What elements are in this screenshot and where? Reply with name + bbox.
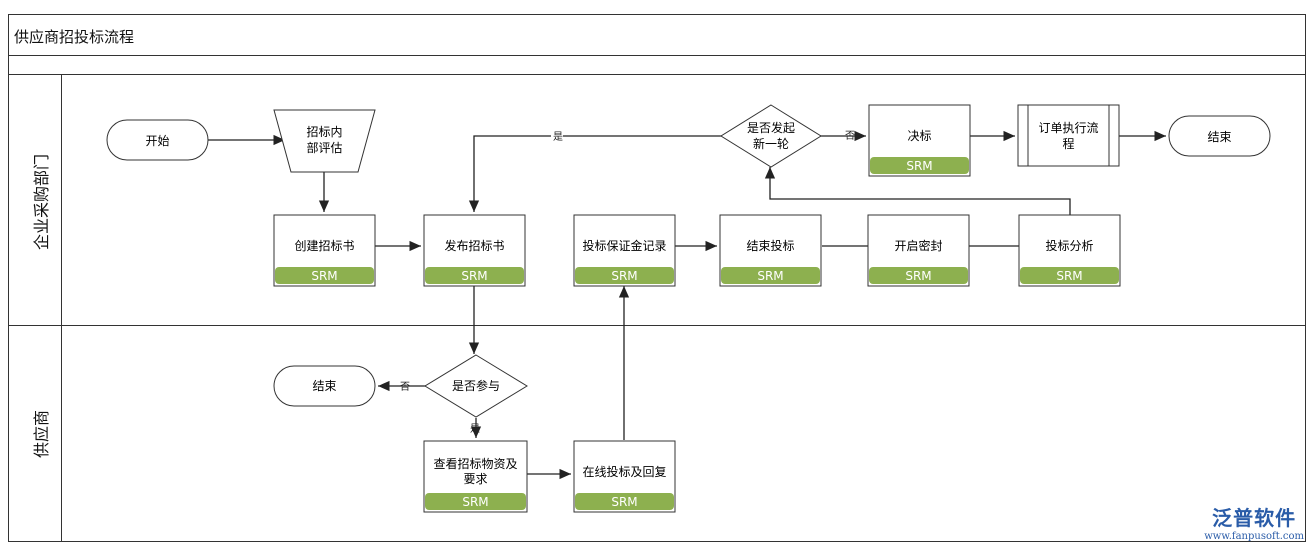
- edge-label-no-top: 否: [845, 130, 855, 142]
- end-supplier-label: 结束: [312, 379, 336, 393]
- srm-tag: SRM: [611, 269, 637, 283]
- create-bid-node: 创建招标书 SRM: [273, 214, 376, 287]
- end-node-supplier: [273, 365, 376, 407]
- create-bid-label: 创建招标书: [294, 239, 354, 253]
- view-req-label-1: 查看招标物资及: [433, 457, 517, 471]
- internal-eval-label-1: 招标内: [306, 125, 342, 139]
- internal-eval-label-2: 部评估: [306, 140, 342, 155]
- srm-tag: SRM: [311, 269, 337, 283]
- srm-tag: SRM: [462, 495, 488, 509]
- end-bidding-node: 结束投标 SRM: [719, 214, 822, 287]
- view-requirements-node: 查看招标物资及 要求 SRM: [423, 440, 528, 513]
- order-flow-label-1: 订单执行流: [1038, 121, 1098, 135]
- edge-decision-yes-to-publish: [468, 135, 722, 212]
- bid-analysis-label: 投标分析: [1045, 238, 1093, 253]
- end-node-top: [1168, 115, 1271, 157]
- lane-divider: [8, 325, 1306, 326]
- srm-tag: SRM: [611, 495, 637, 509]
- internal-eval-node: [273, 109, 376, 173]
- online-bid-label: 在线投标及回复: [582, 464, 666, 479]
- srm-tag: SRM: [1056, 269, 1082, 283]
- diagram-frame: [8, 14, 1306, 542]
- header-divider: [8, 74, 1306, 75]
- decide-label: 决标: [907, 129, 931, 143]
- edge-label-no-participate: 否: [400, 381, 410, 393]
- new-round-decision: [720, 104, 822, 168]
- watermark: 泛普软件 www.fanpusoft.com: [1204, 502, 1304, 542]
- publish-bid-label: 发布招标书: [444, 238, 504, 253]
- new-round-label-2: 新一轮: [753, 136, 789, 151]
- title-divider: [8, 55, 1306, 56]
- srm-tag: SRM: [906, 159, 932, 173]
- decide-node: 决标 SRM: [868, 104, 971, 177]
- watermark-url: www.fanpusoft.com: [1204, 531, 1304, 542]
- view-req-label-2: 要求: [463, 472, 487, 486]
- watermark-logo: 泛普软件: [1212, 506, 1297, 530]
- deposit-record-node: 投标保证金记录 SRM: [573, 214, 676, 287]
- new-round-label-1: 是否发起: [747, 120, 795, 135]
- deposit-record-label: 投标保证金记录: [582, 238, 666, 253]
- publish-bid-node: 发布招标书 SRM: [423, 214, 526, 287]
- edge-label-yes-top: 是: [553, 131, 563, 143]
- end-top-label: 结束: [1207, 130, 1231, 144]
- participate-label: 是否参与: [452, 378, 500, 393]
- order-flow-node: 订单执行流 程: [1017, 104, 1120, 167]
- participate-decision: [424, 354, 528, 418]
- start-label: 开始: [145, 134, 169, 148]
- srm-tag: SRM: [757, 269, 783, 283]
- edge-label-yes-participate: 是: [470, 423, 480, 435]
- edge-analysis-to-decision: [764, 167, 1071, 215]
- diagram-title: 供应商招投标流程: [14, 28, 135, 46]
- srm-tag: SRM: [461, 269, 487, 283]
- start-node: [106, 119, 209, 161]
- open-seal-label: 开启密封: [894, 238, 942, 253]
- order-flow-label-2: 程: [1062, 136, 1074, 151]
- bid-analysis-node: 投标分析 SRM: [1018, 214, 1121, 287]
- open-seal-node: 开启密封 SRM: [867, 214, 970, 287]
- online-bid-node: 在线投标及回复 SRM: [573, 440, 676, 513]
- lane-label-divider: [61, 74, 62, 542]
- srm-tag: SRM: [905, 269, 931, 283]
- end-bidding-label: 结束投标: [746, 238, 794, 253]
